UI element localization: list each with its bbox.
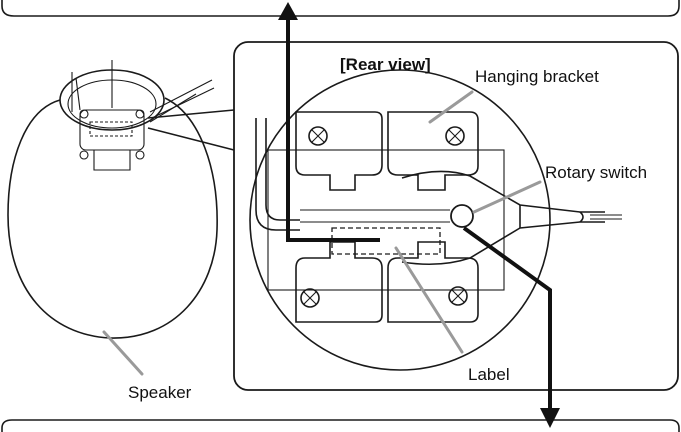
screw-top-left xyxy=(308,126,328,146)
screw-bottom-right xyxy=(448,286,468,306)
speaker-body xyxy=(7,60,218,339)
screw-bottom-left xyxy=(300,288,320,308)
bottom-frame-edge xyxy=(1,419,680,432)
arrow-up xyxy=(286,20,380,242)
callout-line-bottom xyxy=(147,127,235,151)
callout-line-top xyxy=(147,109,235,119)
label-outline xyxy=(331,227,441,255)
hanging-bracket-label: Hanging bracket xyxy=(475,67,599,86)
arrow-down-head xyxy=(540,408,560,428)
rotary-switch-knob xyxy=(450,204,474,228)
top-frame-edge xyxy=(1,0,680,17)
screw-top-right xyxy=(445,126,465,146)
speaker-label: Speaker xyxy=(128,383,192,402)
arrow-up-head xyxy=(278,2,298,20)
leader-rotary-switch xyxy=(472,180,542,214)
label-text: Label xyxy=(468,365,510,384)
rotary-switch-label: Rotary switch xyxy=(545,163,647,182)
rear-view-title: [Rear view] xyxy=(340,55,431,74)
arrow-down xyxy=(462,226,552,408)
rear-view-detail xyxy=(249,69,622,371)
leader-speaker xyxy=(102,330,144,376)
leader-label xyxy=(394,246,464,354)
leader-hanging-bracket xyxy=(428,90,474,124)
